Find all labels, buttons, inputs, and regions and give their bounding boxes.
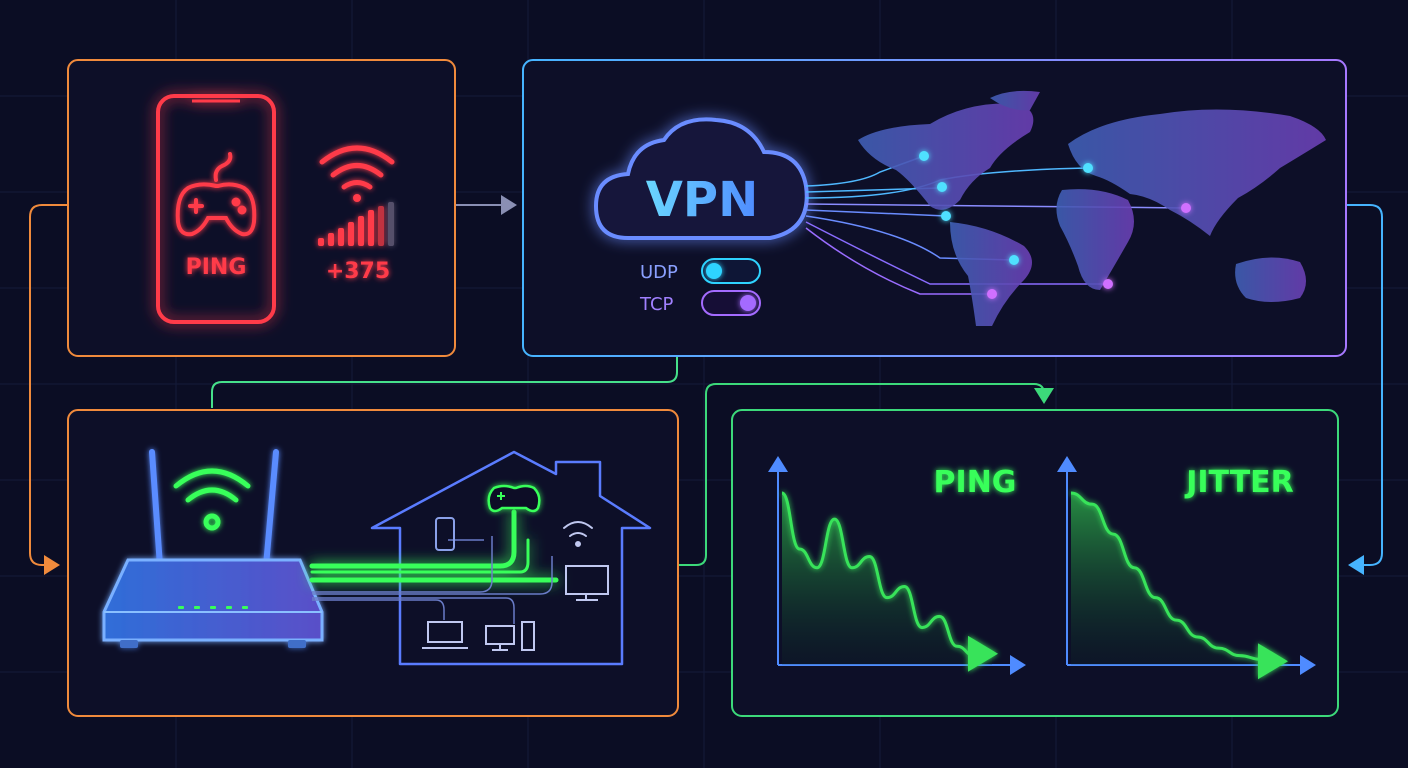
ping-chart-area	[782, 492, 992, 665]
ping-value: +375	[326, 259, 390, 284]
server-location-dots	[919, 151, 1191, 299]
house-gamepad-icon	[487, 484, 541, 513]
world-map-icon	[858, 90, 1326, 326]
house-icon	[370, 450, 652, 666]
vpn-to-charts-arrow	[1346, 204, 1383, 575]
vpn-panel: VPN UDP TCP	[522, 59, 1347, 357]
desktop-icon	[485, 621, 535, 651]
jitter-chart-line	[1070, 491, 1288, 680]
house-phone-icon	[435, 517, 455, 551]
device-lines	[312, 536, 553, 624]
tcp-toggle[interactable]	[701, 290, 761, 316]
phone-icon	[156, 94, 276, 324]
ping-chart-line	[781, 491, 998, 672]
cloud-icon	[593, 117, 809, 240]
vpn-label: VPN	[646, 172, 759, 228]
jitter-chart-title: JITTER	[1184, 465, 1294, 500]
gamepad-icon	[175, 152, 257, 237]
ping-label: PING	[186, 255, 247, 280]
home-network-panel	[67, 409, 679, 717]
router-wifi-icon	[173, 468, 251, 531]
router-icon	[102, 449, 324, 648]
phone-panel-frame	[67, 59, 456, 357]
connector-arrows	[29, 195, 1383, 575]
monitor-icon	[565, 565, 609, 601]
vpn-to-router-arrow	[211, 356, 678, 408]
jitter-chart	[1057, 456, 1316, 680]
laptop-icon	[422, 621, 468, 649]
wifi-icon	[319, 145, 395, 202]
charts-panel: PING JITTER	[731, 409, 1339, 717]
ping-chart	[768, 456, 1026, 675]
green-cables	[309, 509, 559, 583]
house-wifi-icon	[563, 521, 593, 547]
udp-label: UDP	[640, 262, 678, 283]
ping-chart-title: PING	[934, 465, 1017, 500]
tcp-label: TCP	[639, 294, 674, 315]
phone-panel: PING +375	[67, 59, 456, 357]
udp-toggle[interactable]	[701, 258, 761, 284]
jitter-chart-area	[1071, 492, 1282, 665]
phone-to-router-arrow	[29, 204, 68, 575]
signal-bars-icon	[318, 202, 394, 246]
router-to-charts-arrow	[678, 383, 1054, 566]
